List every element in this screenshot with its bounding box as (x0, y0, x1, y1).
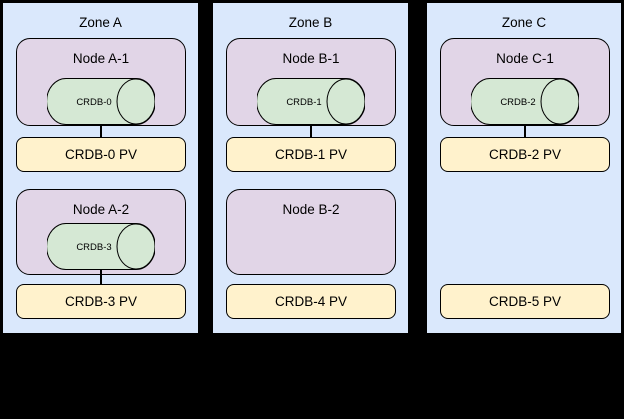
connector-line (100, 269, 102, 284)
node-title: Node B-2 (282, 202, 340, 217)
zone-title: Zone A (79, 15, 122, 30)
connector-line (310, 124, 312, 137)
crdb-pod-cylinder-icon: CRDB-1 (257, 78, 365, 125)
pv-crdb-4: CRDB-4 PV (226, 284, 396, 319)
pv-crdb-5: CRDB-5 PV (440, 284, 610, 319)
node-b-2: Node B-2 (226, 189, 396, 275)
connector-line (524, 124, 526, 137)
pv-crdb-1: CRDB-1 PV (226, 137, 396, 172)
node-b-1: Node B-1 CRDB-1 (226, 38, 396, 126)
pod-label: CRDB-2 (500, 97, 535, 108)
node-c-1: Node C-1 CRDB-2 (440, 38, 610, 126)
node-a-1: Node A-1 CRDB-0 (16, 38, 186, 126)
node-title: Node C-1 (496, 51, 554, 66)
pv-crdb-3: CRDB-3 PV (16, 284, 186, 319)
pv-crdb-0: CRDB-0 PV (16, 137, 186, 172)
zone-c: Zone C Node C-1 CRDB-2 CRDB-2 PV CRDB-5 … (426, 2, 622, 334)
node-title: Node A-1 (72, 51, 130, 66)
zone-a: Zone A Node A-1 CRDB-0 CRDB-0 PV Node A-… (2, 2, 199, 334)
node-title: Node B-1 (282, 51, 340, 66)
zone-title: Zone C (501, 15, 547, 30)
node-a-2: Node A-2 CRDB-3 (16, 189, 186, 275)
pod-label: CRDB-0 (76, 97, 111, 108)
pod-label: CRDB-3 (76, 242, 111, 253)
pv-crdb-2: CRDB-2 PV (440, 137, 610, 172)
node-title: Node A-2 (72, 202, 130, 217)
zone-b: Zone B Node B-1 CRDB-1 CRDB-1 PV Node B-… (212, 2, 409, 334)
crdb-pod-cylinder-icon: CRDB-3 (47, 223, 155, 270)
crdb-pod-cylinder-icon: CRDB-0 (47, 78, 155, 125)
pod-label: CRDB-1 (286, 97, 321, 108)
zone-title: Zone B (288, 15, 333, 30)
connector-line (100, 124, 102, 137)
crdb-pod-cylinder-icon: CRDB-2 (471, 78, 579, 125)
